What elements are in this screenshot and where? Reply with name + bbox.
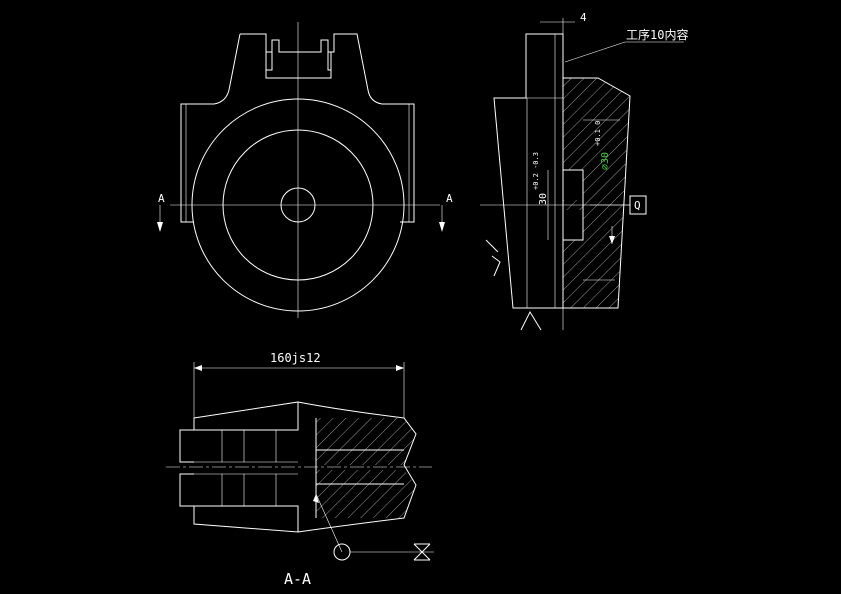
section-hatch-upper xyxy=(316,418,416,465)
callout-leader xyxy=(564,41,626,63)
section-arrow-right-head xyxy=(439,222,445,232)
side-outline xyxy=(493,33,564,309)
section-mark-right: A xyxy=(446,192,453,205)
section-title: A-A xyxy=(284,570,311,588)
section-mark-left: A xyxy=(158,192,165,205)
datum-box xyxy=(629,195,647,215)
dim-height-tol: +0.2 -0.3 xyxy=(532,152,540,190)
front-view-outline xyxy=(180,33,415,223)
section-cells xyxy=(180,430,298,506)
dim-diameter: ⌀30 xyxy=(600,152,611,170)
dim-arrow-left xyxy=(194,365,202,371)
bore-steps xyxy=(583,119,620,281)
locating-symbol-left xyxy=(485,239,501,277)
datum-label: Q xyxy=(634,199,641,212)
section-bore xyxy=(316,449,404,485)
callout-text: 工序10内容 xyxy=(626,27,688,42)
locating-symbol-bottom xyxy=(520,310,542,331)
side-section-hatch xyxy=(563,78,630,308)
clamp-symbol xyxy=(413,543,431,561)
t-slot xyxy=(265,52,332,79)
side-hatched-outline xyxy=(563,77,631,309)
front-view: A A xyxy=(157,22,453,318)
section-arrow-left-head xyxy=(157,222,163,232)
section-view: 160js12 A-A xyxy=(166,351,434,588)
dim-height: 30 xyxy=(538,193,549,205)
section-leader xyxy=(315,493,343,553)
dim-length-value: 160js12 xyxy=(270,351,321,365)
section-leader-head xyxy=(313,494,319,503)
dim-diameter-tol: +0.1 0 xyxy=(594,121,602,146)
dim-top-value: 4 xyxy=(580,11,587,24)
dim-arrow-right xyxy=(396,365,404,371)
locator-arrow-head xyxy=(609,236,615,244)
section-hatch-lower xyxy=(316,470,416,518)
side-view: 4 工序10内容 ⌀30 +0.1 0 30 +0.2 -0.3 Q xyxy=(480,11,688,331)
